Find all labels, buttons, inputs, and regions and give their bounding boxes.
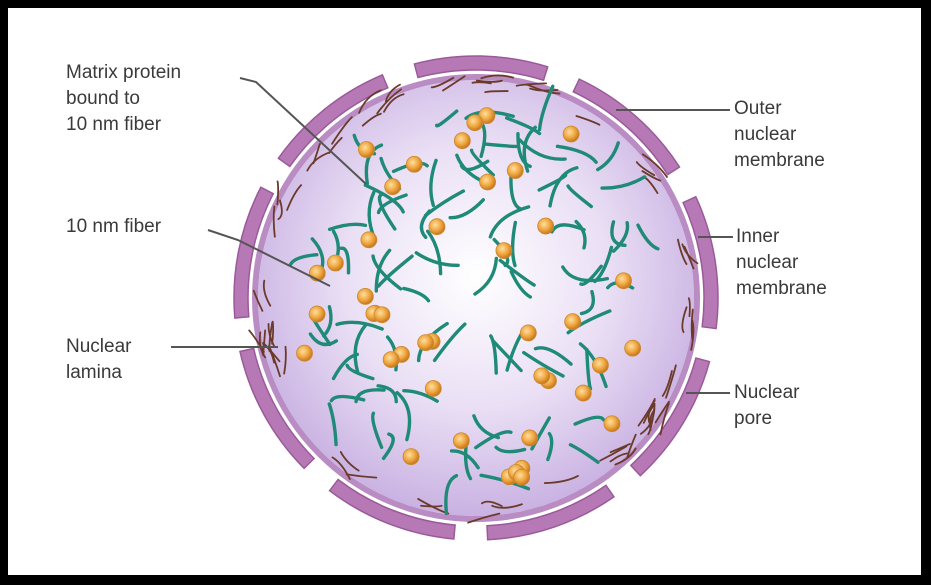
matrix-protein — [534, 368, 550, 384]
matrix-protein — [520, 325, 536, 341]
matrix-protein — [425, 380, 441, 396]
matrix-protein — [327, 255, 343, 271]
matrix-protein — [454, 133, 470, 149]
matrix-protein — [507, 163, 523, 179]
matrix-protein — [563, 126, 579, 142]
label-10nm-fiber: 10 nm fiber — [66, 214, 161, 240]
figure-frame: Matrix protein bound to 10 nm fiber 10 n… — [8, 8, 921, 575]
label-outer-nuclear-membrane: Outer nuclear membrane — [734, 96, 825, 174]
label-matrix-protein: Matrix protein bound to 10 nm fiber — [66, 60, 181, 138]
matrix-protein — [616, 273, 632, 289]
lamina-fiber — [272, 322, 273, 344]
matrix-protein — [361, 232, 377, 248]
matrix-protein — [374, 307, 390, 323]
lamina-fiber — [421, 506, 442, 507]
matrix-protein — [604, 416, 620, 432]
matrix-protein — [429, 219, 445, 235]
matrix-protein — [385, 179, 401, 195]
matrix-protein — [453, 433, 469, 449]
label-inner-nuclear-membrane: Inner nuclear membrane — [736, 224, 827, 302]
matrix-protein — [358, 142, 374, 158]
matrix-protein — [467, 115, 483, 131]
label-nuclear-lamina: Nuclear lamina — [66, 334, 131, 386]
matrix-protein — [522, 430, 538, 446]
matrix-protein — [480, 174, 496, 190]
matrix-protein — [625, 340, 641, 356]
matrix-protein — [592, 357, 608, 373]
matrix-protein — [406, 156, 422, 172]
matrix-protein — [514, 469, 530, 485]
matrix-protein — [383, 352, 399, 368]
matrix-protein — [418, 335, 434, 351]
matrix-protein — [496, 243, 512, 259]
matrix-protein — [403, 449, 419, 465]
matrix-protein — [309, 306, 325, 322]
matrix-protein — [538, 218, 554, 234]
lamina-fiber — [277, 181, 278, 204]
label-nuclear-pore: Nuclear pore — [734, 380, 799, 432]
matrix-protein — [296, 345, 312, 361]
matrix-protein — [575, 385, 591, 401]
matrix-protein — [357, 288, 373, 304]
matrix-protein — [565, 314, 581, 330]
